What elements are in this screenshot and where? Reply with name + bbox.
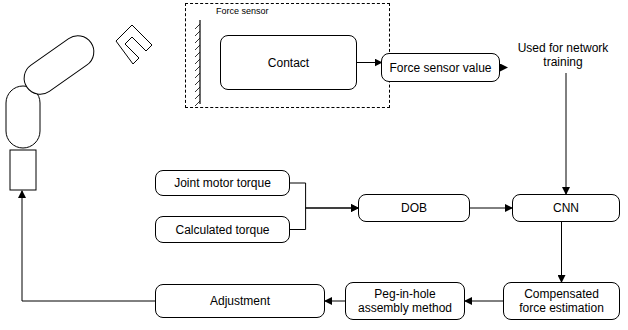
- process-box: Peg-in-hole assembly method: [345, 282, 465, 320]
- node-label: Calculated torque: [172, 223, 272, 237]
- robot-link: [6, 86, 40, 148]
- node-label: CNN: [550, 201, 582, 215]
- robot-link: [18, 30, 100, 101]
- text-node: Used for network training: [507, 37, 619, 73]
- contact-wall: [199, 20, 200, 104]
- arrow-connector: [470, 208, 512, 209]
- node-label: DOB: [398, 201, 430, 215]
- node-label: Force sensor value: [386, 61, 494, 75]
- arrow-connector: [290, 183, 358, 208]
- arrow-connector: [325, 301, 345, 302]
- arrow-connector: [566, 73, 567, 194]
- arrow-connector: [357, 62, 382, 63]
- process-box: Contact: [220, 35, 357, 90]
- force-sensor-region: Force sensorContact: [185, 3, 390, 108]
- node-label: Contact: [265, 56, 312, 70]
- node-label: Joint motor torque: [171, 176, 274, 190]
- node-label: Adjustment: [207, 294, 273, 308]
- process-box: Compensated force estimation: [503, 282, 620, 320]
- arrow-connector: [290, 208, 358, 230]
- arrow-connector: [561, 222, 562, 282]
- process-box: Joint motor torque: [155, 170, 290, 196]
- process-box: Calculated torque: [155, 216, 290, 243]
- feedback-line: [22, 191, 155, 301]
- robot-gripper: [116, 25, 152, 64]
- process-box: DOB: [358, 194, 470, 222]
- node-label: Compensated force estimation: [509, 287, 615, 315]
- process-box: CNN: [512, 194, 620, 222]
- process-box: Adjustment: [155, 284, 325, 318]
- region-label: Force sensor: [216, 6, 269, 17]
- process-box: Force sensor value: [381, 53, 499, 82]
- arrow-connector: [500, 67, 508, 68]
- node-label: Used for network training: [512, 41, 614, 69]
- robot-base: [10, 150, 36, 190]
- wall-hatching: [195, 24, 200, 106]
- arrow-connector: [465, 301, 503, 302]
- node-label: Peg-in-hole assembly method: [350, 287, 460, 315]
